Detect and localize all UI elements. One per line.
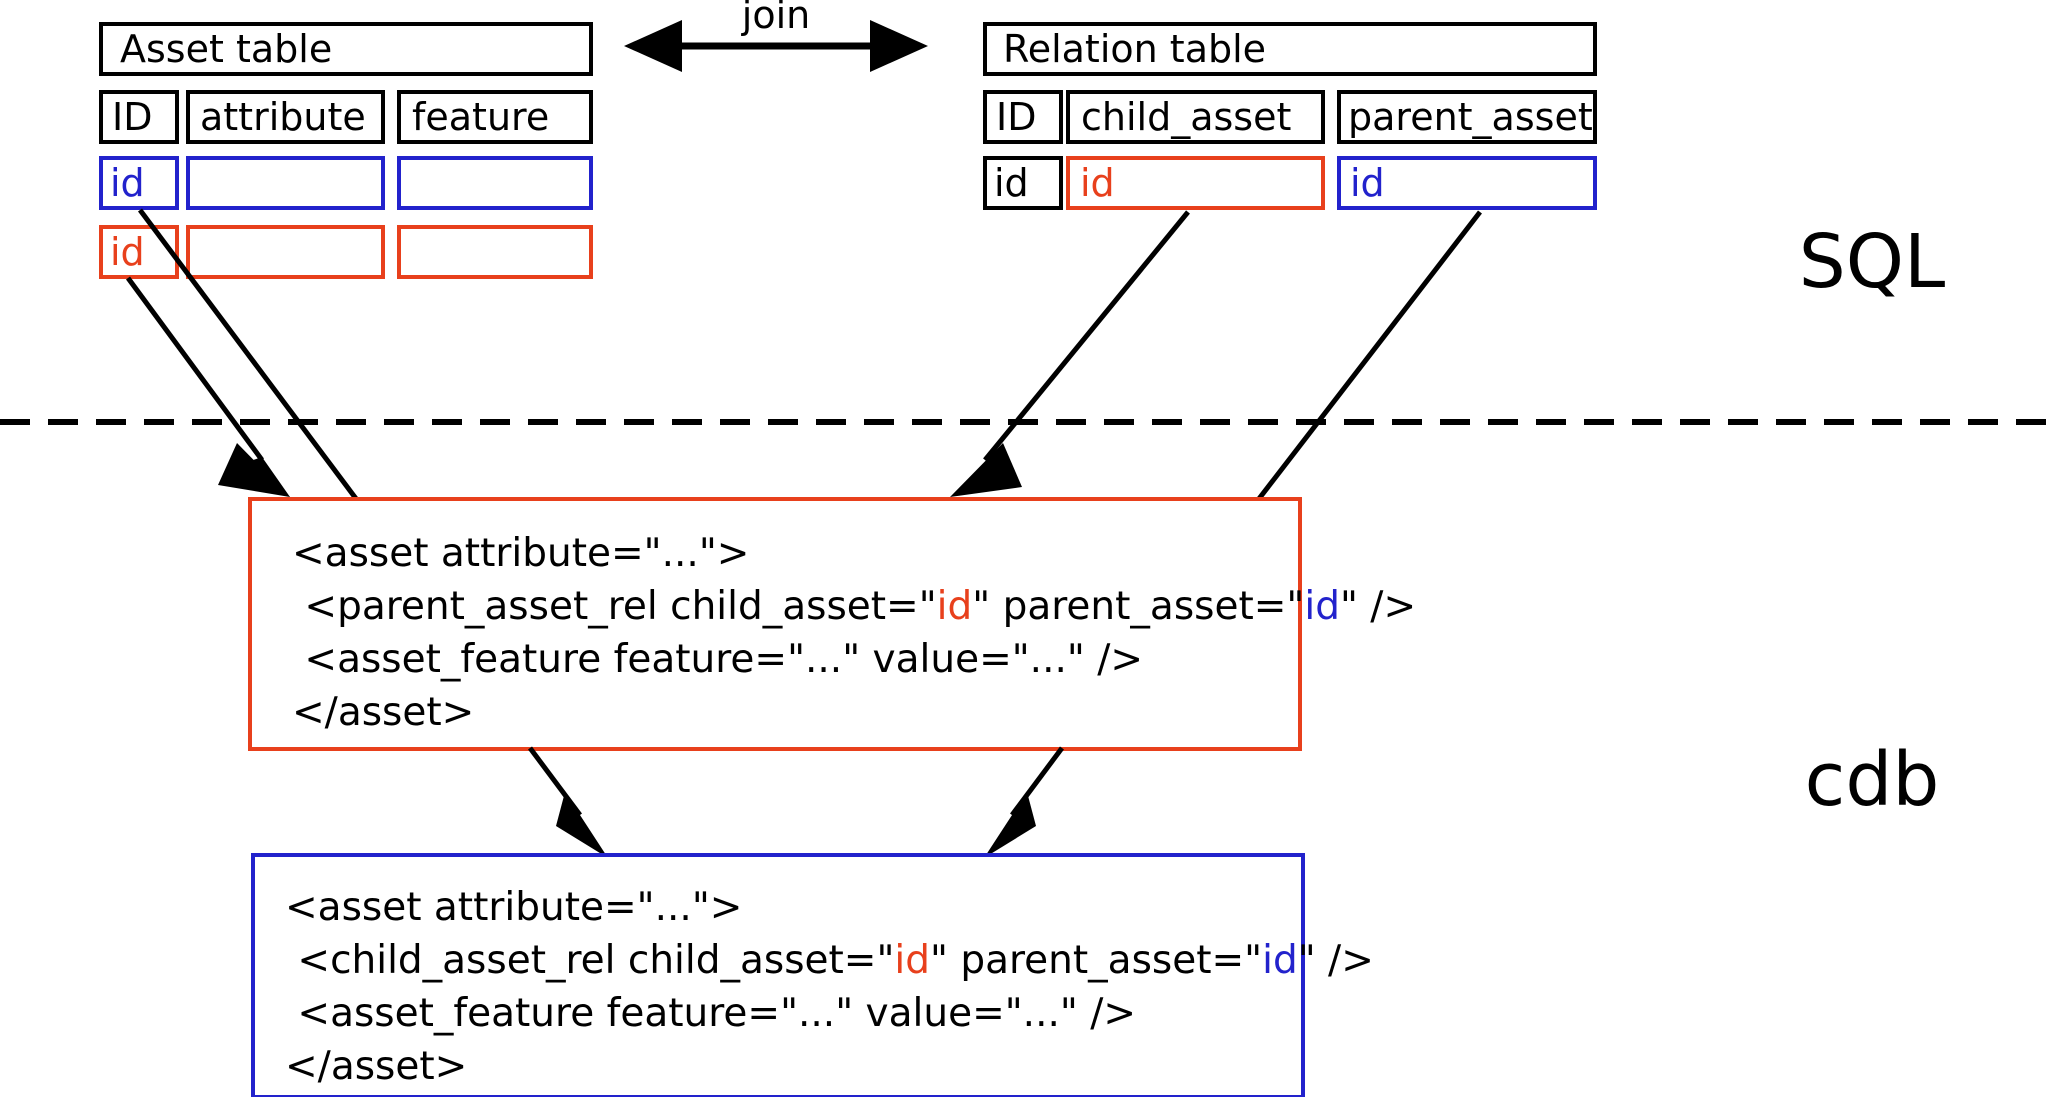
- relation-row-cell-parent-asset-box: [1337, 156, 1597, 210]
- sql-layer-label: SQL: [1799, 219, 1945, 305]
- arrowhead-parent-to-child-right: [984, 792, 1036, 858]
- child-code-block-box: [251, 853, 1305, 1097]
- relation-row-child-asset-id: id: [1080, 161, 1115, 205]
- asset-header-id: ID: [112, 95, 152, 139]
- parent-code-line-3: <asset_feature feature="..." value="..."…: [292, 637, 1143, 682]
- join-arrowhead-right: [870, 20, 928, 72]
- asset-header-attribute: attribute: [200, 95, 366, 139]
- relation-header-child-asset: child_asset: [1081, 95, 1291, 139]
- child-code-line-3: <asset_feature feature="..." value="..."…: [285, 991, 1136, 1036]
- connector-asset-blue-id-to-parent-code: [137, 208, 360, 502]
- relation-row-cell-child-asset-box: [1066, 156, 1325, 210]
- relation-header-cell-parent-asset-box: [1337, 90, 1597, 144]
- relation-table: Relation table ID child_asset parent_ass…: [983, 22, 1597, 210]
- child-code-block: <asset attribute="..."> <child_asset_rel…: [251, 853, 1374, 1097]
- asset-row-blue-cell-attribute-box: [186, 156, 385, 210]
- join-arrow: [624, 20, 928, 72]
- relation-header-parent-asset: parent_asset: [1348, 95, 1593, 139]
- asset-table-title-box: [99, 22, 593, 76]
- arrowhead-asset-to-parent-code-body: [218, 443, 290, 497]
- child-code-line-2: <child_asset_rel child_asset="id" parent…: [285, 938, 1374, 983]
- asset-header-cell-attribute-box: [186, 90, 385, 144]
- parent-code-block-box: [248, 497, 1302, 751]
- asset-row-blue-cell-id-box: [99, 156, 179, 210]
- arrowhead-parent-to-child-left: [556, 792, 608, 858]
- connector-relation-parent-asset-to-code: [1256, 210, 1482, 502]
- relation-table-title: Relation table: [1003, 27, 1266, 71]
- parent-code-line-4: </asset>: [292, 690, 474, 735]
- relation-row-parent-asset-id: id: [1350, 161, 1385, 205]
- relation-row-id: id: [994, 161, 1029, 205]
- asset-row-red-cell-attribute-box: [186, 225, 385, 279]
- connector-parent-code-to-child-code-right: [984, 746, 1065, 858]
- asset-table-title: Asset table: [120, 27, 332, 71]
- arrowhead-relation-child-to-parent-code: [950, 443, 1022, 497]
- parent-code-block: <asset attribute="..."> <parent_asset_re…: [248, 497, 1416, 751]
- relation-table-title-box: [983, 22, 1597, 76]
- connector-relation-child-asset-to-parent-code: [950, 210, 1190, 497]
- parent-code-line-1: <asset attribute="...">: [292, 531, 749, 576]
- asset-header-cell-id-box: [99, 90, 179, 144]
- asset-row-blue-cell-feature-box: [397, 156, 593, 210]
- asset-row-blue-id: id: [110, 161, 145, 205]
- child-code-line-4: </asset>: [285, 1044, 467, 1089]
- child-code-line-1: <asset attribute="...">: [285, 885, 742, 930]
- asset-table: Asset table ID attribute feature id id: [99, 22, 593, 279]
- relation-header-cell-child-asset-box: [1066, 90, 1325, 144]
- connector-parent-code-to-child-code-left: [527, 746, 608, 858]
- relation-header-cell-id-box: [983, 90, 1063, 144]
- asset-row-red-id: id: [110, 230, 145, 274]
- asset-row-red-cell-feature-box: [397, 225, 593, 279]
- relation-row-cell-id-box: [983, 156, 1063, 210]
- asset-header-feature: feature: [412, 95, 549, 139]
- connector-asset-red-id-to-parent-code: [125, 276, 290, 497]
- relation-header-id: ID: [996, 95, 1036, 139]
- cdb-layer-label: cdb: [1805, 737, 1940, 823]
- asset-header-cell-feature-box: [397, 90, 593, 144]
- asset-row-red-cell-id-box: [99, 225, 179, 279]
- join-label: join: [741, 0, 810, 37]
- join-arrowhead-left: [624, 20, 682, 72]
- parent-code-line-2: <parent_asset_rel child_asset="id" paren…: [292, 584, 1416, 629]
